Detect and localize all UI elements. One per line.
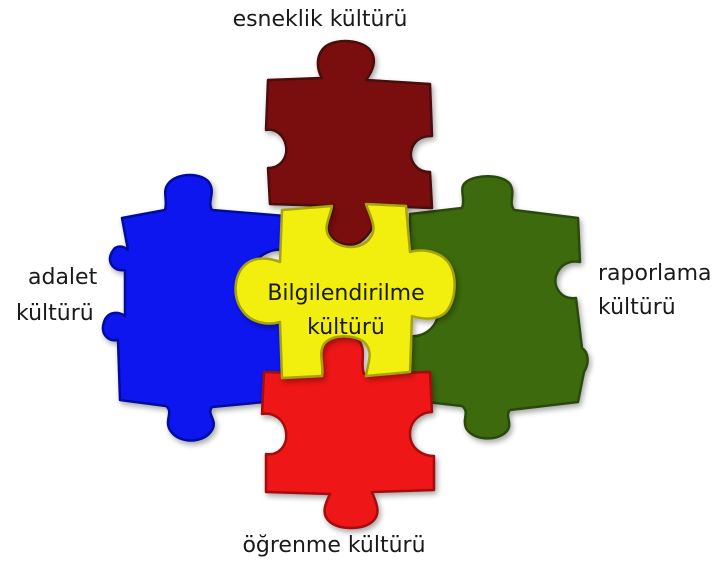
label-left-line2: kültürü [16,301,94,326]
label-right-line1: raporlama [598,261,712,286]
label-left-line1: adalet [28,265,98,290]
label-center-line2: kültürü [307,315,385,340]
label-bottom: öğrenme kültürü [242,533,425,558]
puzzle-piece-left [101,173,287,442]
label-center-line1: Bilgilendirilme [267,281,424,306]
label-right-line2: kültürü [598,295,676,320]
puzzle-piece-center [234,202,456,380]
puzzle-piece-top [264,39,434,246]
label-top: esneklik kültürü [233,7,408,32]
